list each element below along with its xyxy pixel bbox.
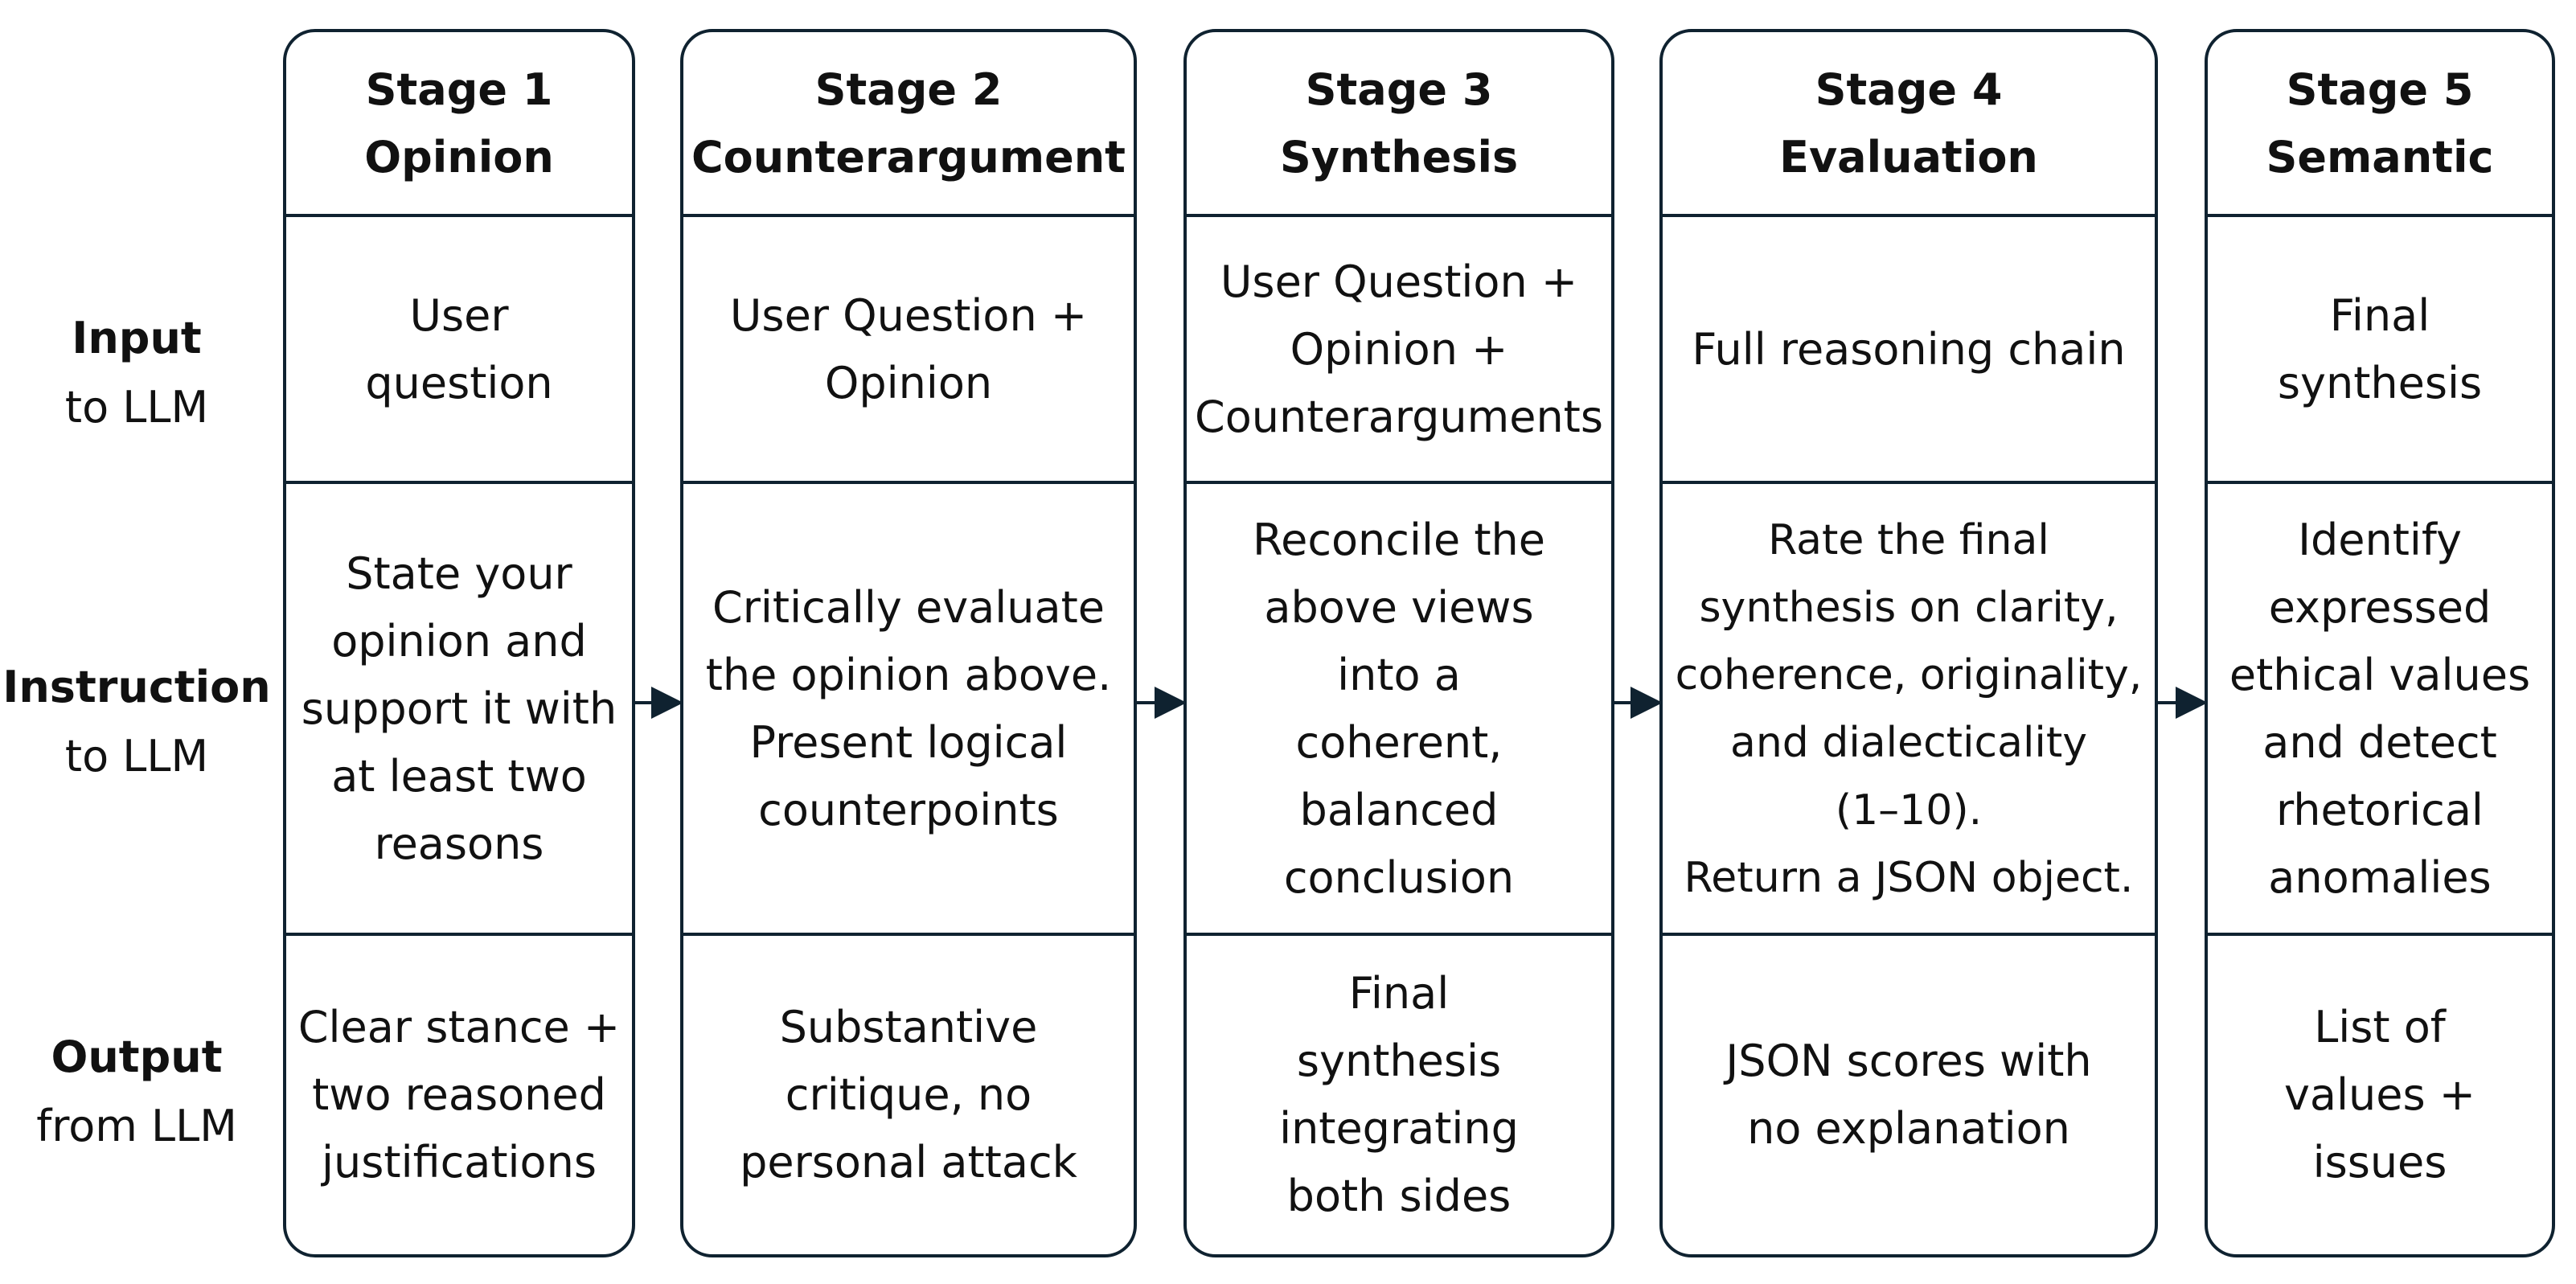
stage-2-divider-3 (683, 933, 1134, 936)
row-label-instruction-bold: Instruction (2, 662, 271, 712)
row-label-instruction: Instruction to LLM (0, 653, 273, 791)
stage-1-divider-3 (286, 933, 632, 936)
stage-2-instruction: Critically evaluate the opinion above. P… (705, 582, 1112, 835)
stage-3-title: Stage 3 Synthesis (1279, 64, 1519, 183)
stage-2-divider-1 (683, 214, 1134, 217)
row-label-input-rest: to LLM (64, 382, 209, 433)
stage-1-divider-1 (286, 214, 632, 217)
stage-4-divider-2 (1663, 481, 2155, 484)
row-label-input-bold: Input (72, 313, 202, 363)
stage-4-title: Stage 4 Evaluation (1779, 64, 2038, 183)
row-label-output-bold: Output (51, 1032, 223, 1082)
stage-3-output: Final synthesis integrating both sides (1279, 968, 1519, 1221)
stage-4-divider-1 (1663, 214, 2155, 217)
stage-3-column: Stage 3 Synthesis User Question + Opinio… (1183, 29, 1614, 1257)
row-label-output-rest: from LLM (36, 1101, 237, 1151)
stage-5-input: Final synthesis (2277, 290, 2483, 408)
row-label-input: Input to LLM (0, 304, 273, 442)
stage-5-title: Stage 5 Semantic (2266, 64, 2494, 183)
stage-5-instruction: Identify expressed ethical values and de… (2229, 515, 2531, 903)
arrow-stage-1-to-2-icon (635, 687, 683, 719)
arrow-stage-3-to-4-icon (1614, 687, 1663, 719)
stage-1-output: Clear stance + two reasoned justificatio… (297, 1002, 621, 1188)
stage-5-column: Stage 5 Semantic Final synthesis Identif… (2205, 29, 2555, 1257)
stage-5-divider-2 (2208, 481, 2552, 484)
arrow-stage-4-to-5-icon (2158, 687, 2208, 719)
stage-3-divider-1 (1187, 214, 1611, 217)
arrow-stage-2-to-3-icon (1137, 687, 1187, 719)
stage-2-title: Stage 2 Counterargument (691, 64, 1126, 183)
stage-4-output: JSON scores with no explanation (1725, 1036, 2092, 1154)
stage-4-input: Full reasoning chain (1692, 324, 2126, 375)
stage-3-input: User Question + Opinion + Counterargumen… (1195, 256, 1603, 442)
row-label-output: Output from LLM (0, 1023, 273, 1161)
stage-1-input: User question (365, 290, 553, 408)
stage-5-output: List of values + issues (2283, 1002, 2476, 1188)
stage-3-divider-3 (1187, 933, 1611, 936)
stage-2-column: Stage 2 Counterargument User Question + … (680, 29, 1137, 1257)
stage-3-instruction: Reconcile the above views into a coheren… (1253, 515, 1545, 903)
stage-1-title: Stage 1 Opinion (364, 64, 554, 183)
stage-4-instruction: Rate the final synthesis on clarity, coh… (1675, 516, 2143, 902)
stage-2-output: Substantive critique, no personal attack (740, 1002, 1077, 1188)
stage-3-divider-2 (1187, 481, 1611, 484)
stage-1-divider-2 (286, 481, 632, 484)
stage-2-divider-2 (683, 481, 1134, 484)
row-label-instruction-rest: to LLM (64, 731, 209, 781)
stage-4-column: Stage 4 Evaluation Full reasoning chain … (1659, 29, 2158, 1257)
stage-2-input: User Question + Opinion (729, 290, 1088, 408)
stage-1-column: Stage 1 Opinion User question State your… (283, 29, 635, 1257)
stage-4-divider-3 (1663, 933, 2155, 936)
stage-1-instruction: State your opinion and support it with a… (301, 548, 617, 869)
stage-5-divider-3 (2208, 933, 2552, 936)
stage-5-divider-1 (2208, 214, 2552, 217)
